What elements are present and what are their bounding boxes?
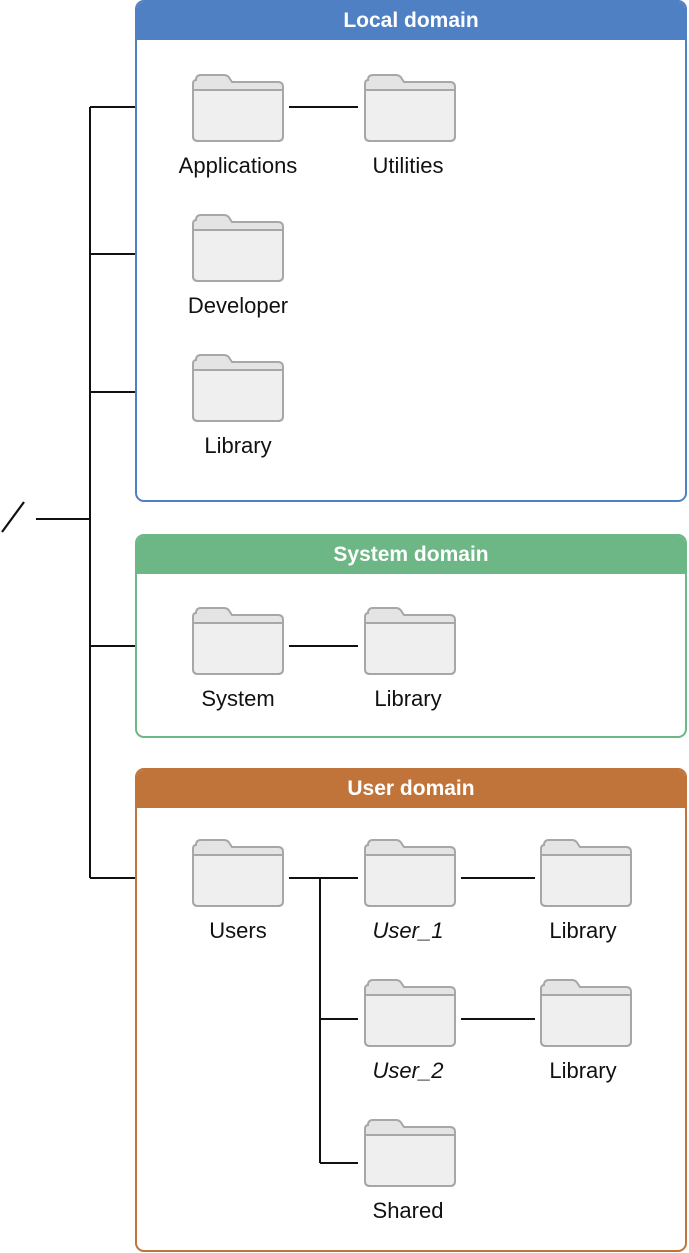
local-domain-title: Local domain (137, 2, 685, 40)
user-domain-title: User domain (137, 770, 685, 808)
folder-label-user-1-library: Library (549, 918, 617, 943)
folder-icon[interactable] (362, 1117, 458, 1189)
folder-label-system-library: Library (374, 686, 442, 711)
folder-label-system: System (201, 686, 275, 711)
folder-icon[interactable] (362, 72, 458, 144)
folder-icon[interactable] (190, 605, 286, 677)
folder-icon[interactable] (190, 72, 286, 144)
folder-label-utilities: Utilities (372, 153, 444, 178)
folder-icon[interactable] (362, 977, 458, 1049)
system-domain-title: System domain (137, 536, 685, 574)
folder-icon[interactable] (362, 605, 458, 677)
folder-icon[interactable] (362, 837, 458, 909)
folder-label-user-2-library: Library (549, 1058, 617, 1083)
root-slash-icon (1, 501, 25, 533)
folder-label-user-1: User_1 (372, 918, 444, 943)
folder-icon[interactable] (190, 352, 286, 424)
folder-icon[interactable] (190, 837, 286, 909)
folder-label-developer: Developer (187, 293, 289, 318)
folder-label-users: Users (209, 918, 267, 943)
folder-icon[interactable] (190, 212, 286, 284)
folder-label-user-2: User_2 (372, 1058, 444, 1083)
folder-label-applications: Applications (178, 153, 298, 178)
folder-icon[interactable] (538, 837, 634, 909)
folder-icon[interactable] (538, 977, 634, 1049)
folder-label-shared: Shared (372, 1198, 444, 1223)
folder-label-local-library: Library (204, 433, 272, 458)
